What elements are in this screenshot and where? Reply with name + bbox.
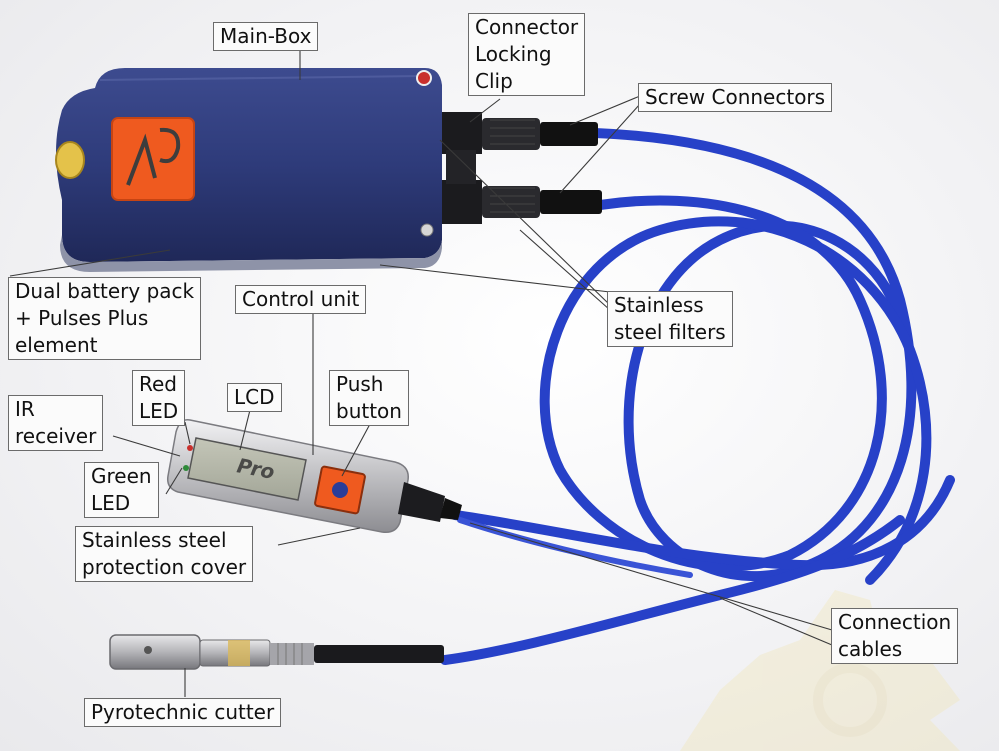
red-led-icon	[187, 445, 193, 451]
gold-cap	[55, 141, 85, 179]
label-pyrotechnic-cutter: Pyrotechnic cutter	[84, 698, 282, 727]
label-stainless-filters: Stainless steel filters	[607, 291, 733, 347]
label-lcd: LCD	[227, 383, 282, 412]
screw-connectors	[442, 112, 602, 224]
label-main-box: Main-Box	[213, 22, 319, 51]
connection-cables	[440, 128, 955, 665]
label-control-unit: Control unit	[235, 285, 367, 314]
connector-locking-clip	[446, 150, 476, 184]
push-button-logo-icon	[332, 482, 348, 498]
leader-lines	[9, 51, 833, 697]
label-green-led: Green LED	[84, 462, 159, 518]
screw-icon	[420, 223, 434, 237]
label-screw-connectors: Screw Connectors	[638, 83, 833, 112]
label-ir-receiver: IR receiver	[8, 395, 104, 451]
vigil-logo	[111, 117, 195, 201]
pyrotechnic-cutter	[109, 634, 444, 670]
green-led-icon	[183, 465, 189, 471]
label-push-button: Push button	[329, 370, 409, 426]
label-connector-locking-clip: Connector Locking Clip	[468, 13, 586, 96]
label-connection-cables: Connection cables	[831, 608, 959, 664]
main-box	[55, 68, 442, 272]
label-battery-pack: Dual battery pack + Pulses Plus element	[8, 277, 202, 360]
label-red-led: Red LED	[132, 370, 186, 426]
lcd-screen	[187, 437, 307, 501]
label-protection-cover: Stainless steel protection cover	[75, 526, 254, 582]
watermark-logo	[680, 590, 960, 751]
red-status-light	[416, 70, 432, 86]
control-unit: Pro	[166, 419, 462, 534]
